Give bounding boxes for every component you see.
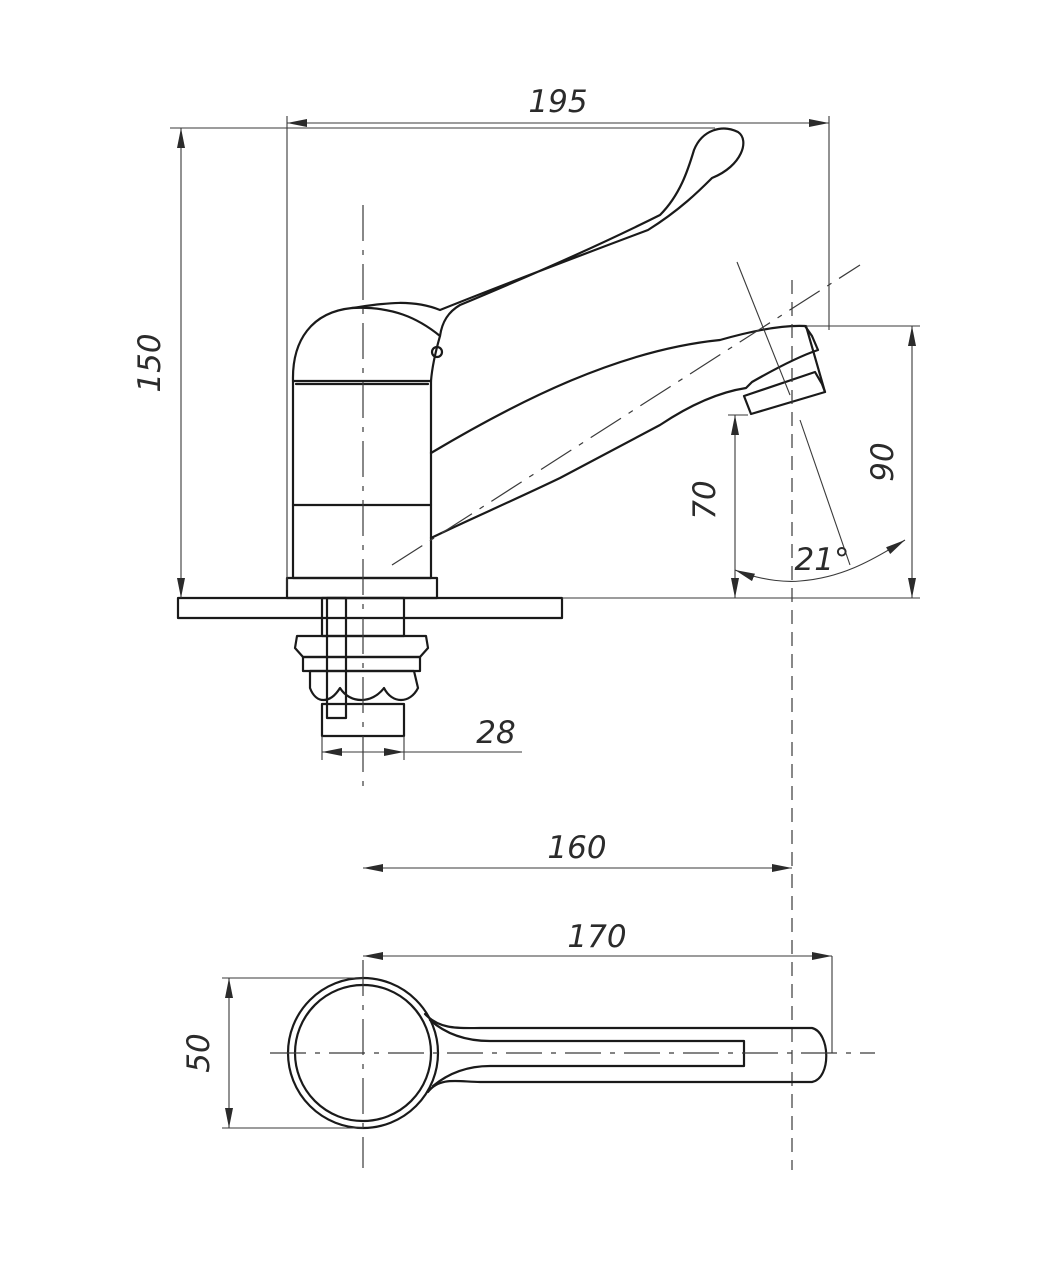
lever-handle <box>350 127 745 338</box>
handle-top-outline <box>423 1012 828 1094</box>
body-cylinder <box>291 379 433 580</box>
dim-28-label: 28 <box>476 715 515 751</box>
top-view <box>270 960 875 1168</box>
washer <box>301 655 422 673</box>
handle-dome <box>291 306 442 383</box>
dim-70-label: 70 <box>687 480 723 519</box>
dim-angle-label: 21° <box>795 542 850 578</box>
base-ring <box>285 576 439 600</box>
handle-pivot-bump <box>430 345 444 359</box>
spout-tip-edge <box>804 324 827 394</box>
dim-50-label: 50 <box>181 1033 217 1072</box>
dim-150-label: 150 <box>132 333 168 392</box>
angle-reference-line <box>799 419 851 566</box>
dim-90-label: 90 <box>865 442 901 481</box>
aerator-axis-extension <box>736 261 791 396</box>
angle-arc-right <box>799 539 906 582</box>
dim-170-label: 170 <box>567 919 626 955</box>
hex-nut <box>308 669 420 702</box>
handle-top-inner <box>428 1018 746 1088</box>
aerator <box>742 370 827 416</box>
supply-tube <box>325 596 348 720</box>
front-view <box>176 127 861 1170</box>
spout <box>429 324 820 540</box>
dim-160-label: 160 <box>547 830 606 866</box>
dimension-lines: 195 150 70 90 21° 28 160 170 <box>132 84 920 1129</box>
spout-axis <box>391 264 861 566</box>
mounting-plate <box>176 596 564 620</box>
dim-195-label: 195 <box>528 84 587 120</box>
angle-arc-left <box>734 569 801 582</box>
lock-nut <box>293 634 430 659</box>
